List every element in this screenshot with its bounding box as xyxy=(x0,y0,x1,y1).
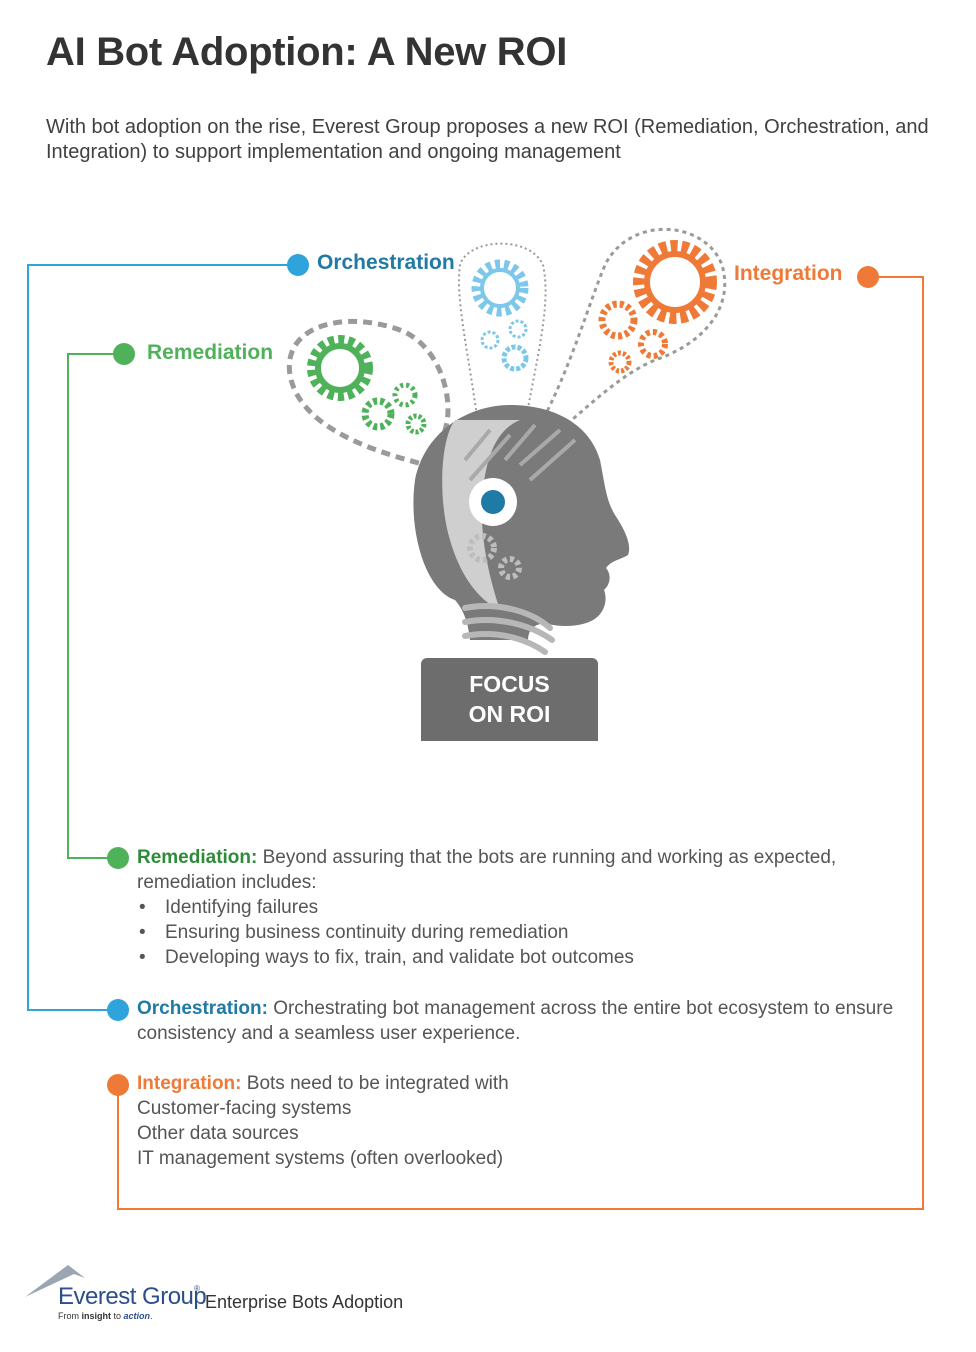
focus-on-roi-box: FOCUS ON ROI xyxy=(421,658,598,741)
list-item: Customer-facing systems xyxy=(137,1098,352,1119)
orchestration-text: Orchestrating bot management across the … xyxy=(137,998,894,1044)
focus-line-2: ON ROI xyxy=(468,701,551,727)
robot-head-icon xyxy=(413,405,630,655)
tagline-prefix: From xyxy=(58,1311,82,1321)
list-item: Ensuring business continuity during reme… xyxy=(137,920,927,945)
everest-group-logo: Everest Group xyxy=(58,1283,207,1310)
remediation-dot-top xyxy=(113,343,135,365)
everest-mountain-icon xyxy=(25,1265,85,1297)
integration-items: Customer-facing systems Other data sourc… xyxy=(137,1096,837,1171)
remediation-bubble xyxy=(286,318,451,474)
orchestration-dot-top xyxy=(287,254,309,276)
list-item: Identifying failures xyxy=(137,895,927,920)
list-item: Other data sources xyxy=(137,1123,299,1144)
orchestration-dot-bottom xyxy=(107,999,129,1021)
focus-line-1: FOCUS xyxy=(469,671,550,697)
remediation-label: Remediation xyxy=(147,341,274,364)
orchestration-gears-icon xyxy=(471,259,529,372)
integration-label: Integration xyxy=(734,262,843,285)
remediation-heading: Remediation: xyxy=(137,847,258,868)
list-item: IT management systems (often overlooked) xyxy=(137,1148,504,1169)
page-subtitle: With bot adoption on the rise, Everest G… xyxy=(46,116,929,163)
integration-section: Integration: Bots need to be integrated … xyxy=(137,1071,837,1171)
remediation-connector xyxy=(67,353,124,859)
integration-dot-top xyxy=(857,266,879,288)
footer-label: Enterprise Bots Adoption xyxy=(205,1292,404,1312)
brand-tagline: From insight to action. xyxy=(58,1311,153,1321)
integration-dot-bottom xyxy=(107,1074,129,1096)
remediation-text: Beyond assuring that the bots are runnin… xyxy=(137,847,837,893)
page-title: AI Bot Adoption: A New ROI xyxy=(46,30,568,74)
list-item: Developing ways to fix, train, and valid… xyxy=(137,945,927,970)
tagline-insight: insight xyxy=(81,1311,112,1321)
tagline-action: action xyxy=(123,1311,151,1321)
orchestration-label: Orchestration xyxy=(317,251,455,274)
orchestration-heading: Orchestration: xyxy=(137,998,268,1019)
integration-gears-icon xyxy=(598,240,717,374)
remediation-dot-bottom xyxy=(107,847,129,869)
remediation-gears-icon xyxy=(307,335,427,435)
remediation-bullets: Identifying failures Ensuring business c… xyxy=(137,895,927,970)
orchestration-section: Orchestration: Orchestrating bot managem… xyxy=(137,996,897,1046)
orchestration-connector xyxy=(27,264,298,1011)
integration-text: Bots need to be integrated with xyxy=(241,1073,509,1094)
orchestration-bubble xyxy=(458,242,547,426)
remediation-section: Remediation: Beyond assuring that the bo… xyxy=(137,845,927,970)
integration-connector xyxy=(117,276,924,1210)
registered-mark: ® xyxy=(194,1284,200,1293)
tagline-end: . xyxy=(150,1311,153,1321)
integration-heading: Integration: xyxy=(137,1073,242,1094)
tagline-mid: to xyxy=(111,1311,124,1321)
